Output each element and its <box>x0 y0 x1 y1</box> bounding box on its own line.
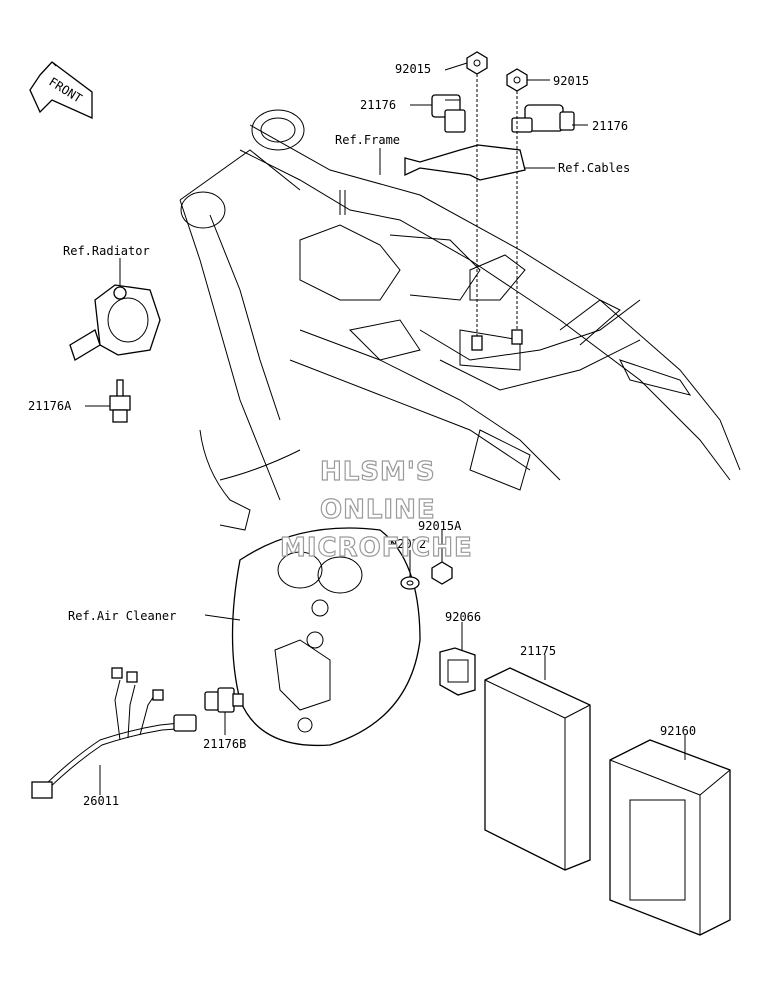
label-92160: 92160 <box>660 724 696 738</box>
label-21175: 21175 <box>520 644 556 658</box>
nut-92015-left-icon <box>466 51 488 75</box>
front-arrow-icon: FRONT <box>29 61 93 120</box>
washer-92022-icon <box>400 576 420 590</box>
ecu-21175-icon <box>484 667 591 871</box>
callout-labels: 92015 92015 21176 21176 Ref.Frame Ref.Ca… <box>28 62 696 808</box>
label-92015-right: 92015 <box>553 74 589 88</box>
nut-92015A-icon <box>431 561 453 585</box>
label-26011: 26011 <box>83 794 119 808</box>
watermark-line-3: MICROFICHE <box>280 533 473 563</box>
label-21176A: 21176A <box>28 399 72 413</box>
cover-92160-icon <box>609 739 731 936</box>
sensor-21176B-icon <box>204 687 244 713</box>
watermark-line-2: ONLINE <box>320 495 436 525</box>
temp-sensor-21176A-icon <box>109 379 131 423</box>
label-21176B: 21176B <box>203 737 246 751</box>
label-ref-air-cleaner: Ref.Air Cleaner <box>68 609 176 623</box>
label-ref-frame: Ref.Frame <box>335 133 400 147</box>
label-ref-radiator: Ref.Radiator <box>63 244 150 258</box>
pressure-sensor-right-icon <box>511 104 575 133</box>
label-21176-left: 21176 <box>360 98 396 112</box>
label-92015-left: 92015 <box>395 62 431 76</box>
label-ref-cables: Ref.Cables <box>558 161 630 175</box>
air-cleaner-plate-icon <box>231 527 421 747</box>
label-92022: 92022 <box>390 537 426 551</box>
nut-92015-right-icon <box>506 68 528 92</box>
bracket-icon <box>404 144 526 181</box>
wire-harness-icon <box>31 667 197 799</box>
pressure-sensor-left-icon <box>431 94 466 133</box>
label-92066: 92066 <box>445 610 481 624</box>
watermark: HLSM'S ONLINE MICROFICHE <box>279 456 473 563</box>
connector-92066-icon <box>439 647 476 696</box>
leader-lines <box>85 62 686 795</box>
label-21176-right: 21176 <box>592 119 628 133</box>
watermark-line-1: HLSM'S <box>320 457 436 487</box>
radiator-housing-icon <box>69 284 161 361</box>
frame-drawing <box>179 109 741 531</box>
stud-icon <box>471 329 523 351</box>
label-92015A: 92015A <box>418 519 462 533</box>
